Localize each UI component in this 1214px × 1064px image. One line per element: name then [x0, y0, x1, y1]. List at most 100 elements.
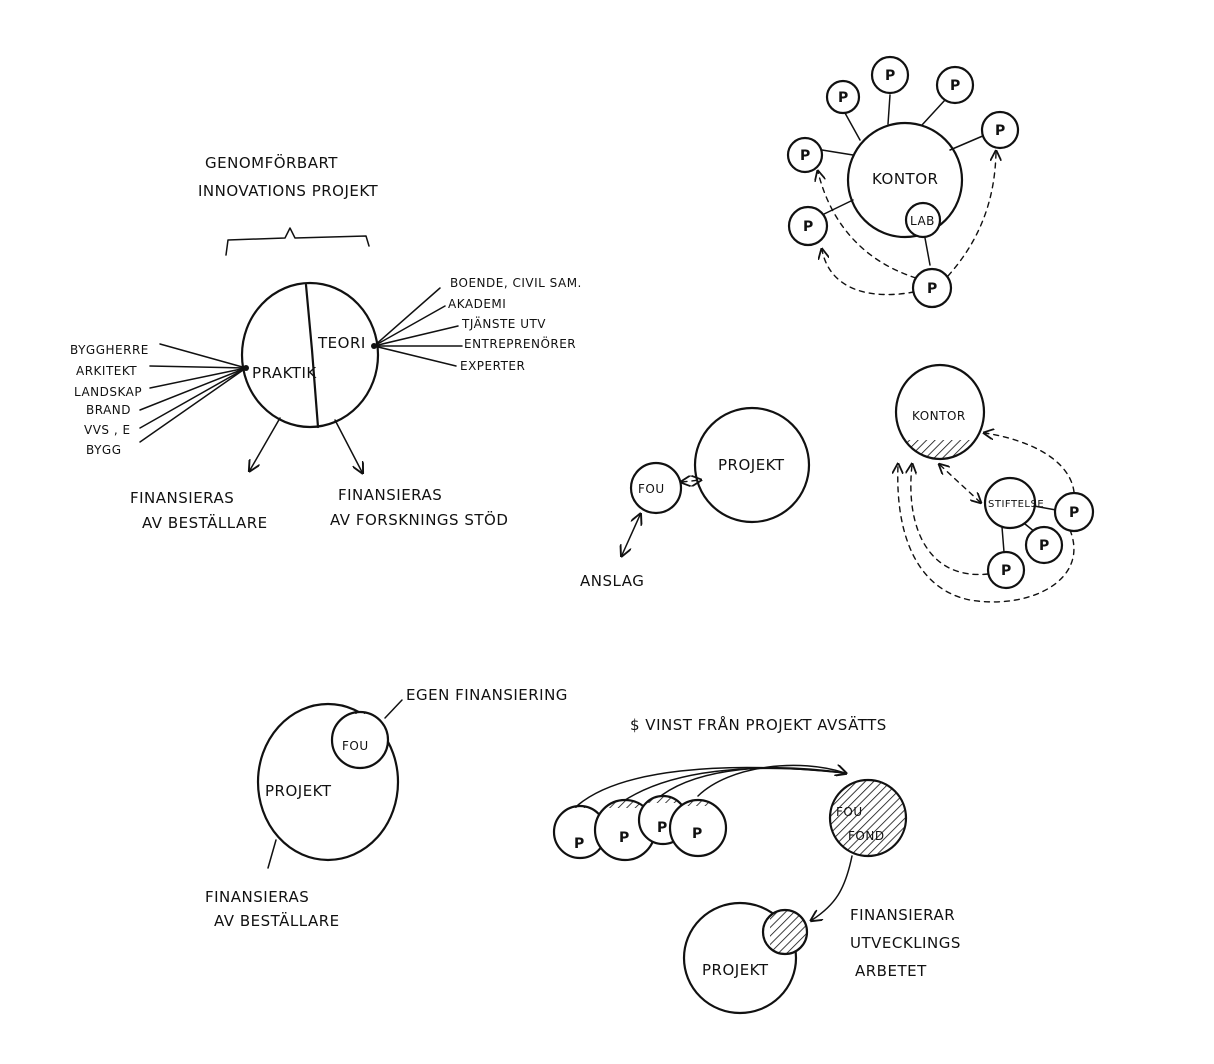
p-label: P — [1039, 538, 1050, 554]
finans-line-3: ARBETET — [855, 962, 927, 980]
fou-fond-line-1: FOU — [836, 805, 863, 819]
actor-vvs-e: VVS , E — [84, 423, 131, 437]
kontor-hatched-part — [904, 440, 976, 459]
egen-pointer — [384, 699, 403, 719]
p-label: P — [995, 123, 1006, 139]
actor-brand: BRAND — [86, 403, 131, 417]
p-label: P — [803, 219, 814, 235]
p-node — [1024, 525, 1064, 565]
teori-point — [371, 343, 377, 349]
title-line-1: GENOMFÖRBART — [205, 153, 338, 172]
praktik-point — [243, 365, 249, 371]
anslag-arrow — [622, 515, 640, 555]
fou-fond-hatch — [830, 780, 906, 856]
actor-boende: BOENDE, CIVIL SAM. — [450, 276, 582, 290]
fou-hatched-part — [349, 712, 371, 714]
stiftelse-dashed-arrows — [898, 433, 1075, 603]
p-node — [986, 550, 1026, 590]
p-label: P — [800, 148, 811, 164]
praktik-teori-circle — [240, 281, 380, 429]
p-label: P — [692, 826, 703, 842]
fou-circle — [629, 461, 683, 515]
fou-label: FOU — [638, 482, 665, 496]
sketch-kontor-hub: KONTOR P P P P P P LAB P — [786, 55, 1020, 309]
fou-fond-circle — [828, 778, 908, 858]
p-label: P — [950, 78, 961, 94]
p-node — [1053, 491, 1095, 533]
actor-arkitekt: ARKITEKT — [76, 364, 137, 378]
kontor-circle — [846, 121, 964, 239]
p-node — [980, 110, 1020, 150]
projekt-circle — [256, 702, 400, 862]
sketch-projekt-egen: PROJEKT FOU EGEN FINANSIERING FINANSIERA… — [205, 686, 568, 930]
projekt-label: PROJEKT — [702, 961, 769, 979]
p-label: P — [1069, 505, 1080, 521]
egen-label: EGEN FINANSIERING — [406, 686, 568, 704]
actor-experter: EXPERTER — [460, 359, 525, 373]
lab-label: LAB — [910, 214, 935, 228]
funding-arrow-right — [334, 419, 362, 472]
funding-pointer — [267, 839, 277, 869]
p-label: P — [619, 830, 630, 846]
lab-circle — [904, 201, 942, 239]
projekt-circle — [682, 901, 798, 1015]
title-line-2: INNOVATIONS PROJEKT — [198, 182, 379, 200]
p-node — [935, 65, 975, 105]
p-label: P — [927, 281, 938, 297]
p-node-bottom — [911, 267, 953, 309]
profit-curves — [577, 765, 845, 806]
p-node — [825, 79, 861, 115]
p-profit-share — [604, 800, 646, 808]
actor-entreprenorer: ENTREPRENÖRER — [464, 335, 576, 351]
brace — [225, 227, 370, 256]
funding-right-line-1: FINANSIERAS — [338, 486, 442, 504]
actor-landskap: LANDSKAP — [74, 385, 142, 399]
projekt-label: PROJEKT — [718, 456, 785, 474]
kontor-label: KONTOR — [872, 170, 938, 188]
fond-to-projekt-arrow — [812, 855, 853, 920]
p-node — [786, 136, 824, 174]
fou-fond-line-2: FOND — [848, 829, 885, 843]
anslag-label: ANSLAG — [580, 572, 644, 590]
p-node — [787, 205, 829, 247]
funding-right-line-2: AV FORSKNINGS STÖD — [330, 510, 508, 529]
left-actor-lines — [139, 343, 247, 443]
p-node — [870, 55, 910, 95]
sketch-kontor-stiftelse: KONTOR STIFTELSE P P P — [896, 363, 1095, 603]
circle-divider — [304, 283, 320, 429]
fou-projekt-link — [682, 480, 700, 482]
praktik-label: PRAKTIK — [252, 364, 317, 382]
stiftelse-label: STIFTELSE — [988, 499, 1044, 510]
sketch-fou-projekt: FOU PROJEKT ANSLAG — [580, 406, 811, 590]
hub-dashed-arrows — [818, 152, 996, 296]
projekt-label: PROJEKT — [265, 782, 332, 800]
vinst-label: $ VINST FRÅN PROJEKT AVSÄTTS — [630, 715, 887, 734]
actor-tjanste-utv: TJÄNSTE UTV — [461, 316, 546, 331]
funding-left-line-1: FINANSIERAS — [130, 489, 234, 507]
right-actor-lines — [373, 287, 463, 367]
finans-line-1: FINANSIERAR — [850, 906, 955, 924]
actor-byggherre: BYGGHERRE — [70, 343, 149, 357]
kontor-label: KONTOR — [912, 409, 966, 423]
funding-arrow-left — [250, 417, 281, 470]
fou-label: FOU — [342, 739, 369, 753]
p-label: P — [1001, 563, 1012, 579]
teori-label: TEORI — [317, 334, 366, 352]
p-profit-share — [570, 806, 590, 808]
funding-left-line-2: AV BESTÄLLARE — [142, 513, 268, 532]
finans-line-2: UTVECKLINGS — [850, 934, 961, 952]
fond-share-hatch — [770, 910, 807, 954]
p-label: P — [838, 90, 849, 106]
p-profit-share — [680, 800, 716, 806]
p-label: P — [574, 836, 585, 852]
actor-bygg: BYGG — [86, 443, 122, 457]
p-profit-share — [646, 796, 680, 803]
funding-line-2: AV BESTÄLLARE — [214, 911, 340, 930]
funding-line-1: FINANSIERAS — [205, 888, 309, 906]
projekt-circle — [693, 406, 811, 524]
p-label: P — [885, 68, 896, 84]
stiftelse-circle — [983, 476, 1037, 530]
p-label: P — [657, 820, 668, 836]
